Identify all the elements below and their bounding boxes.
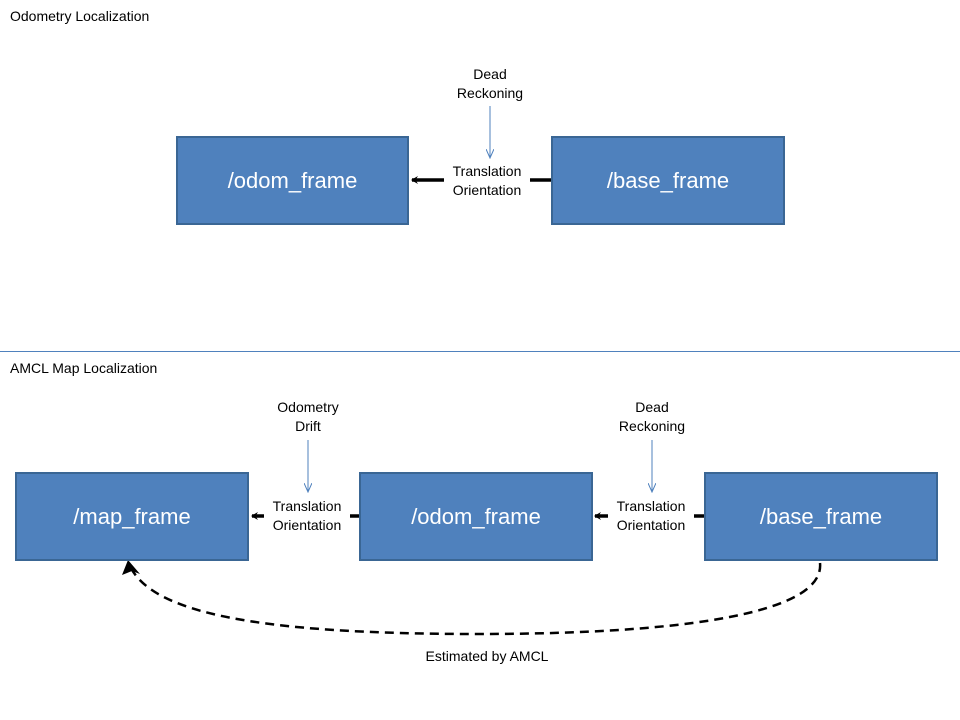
top-dead-reckoning-note: Dead Reckoning (456, 66, 524, 101)
odometry-section-title: Odometry Localization (10, 8, 150, 24)
bottom-left-edge-label: Translation Orientation (264, 497, 350, 535)
top-base-frame-node: /base_frame (551, 136, 785, 225)
amcl-estimate-arrowhead (122, 560, 140, 575)
amcl-estimate-label: Estimated by AMCL (425, 648, 549, 664)
bottom-base-frame-node: /base_frame (704, 472, 938, 561)
top-edge-label: Translation Orientation (444, 162, 530, 200)
amcl-section-title: AMCL Map Localization (10, 360, 158, 376)
section-divider (0, 351, 960, 352)
bottom-odom-frame-node: /odom_frame (359, 472, 593, 561)
bottom-dead-reckoning-note: Dead Reckoning (618, 399, 686, 434)
amcl-estimate-curve (128, 562, 822, 636)
odometry-drift-note: Odometry Drift (277, 399, 339, 434)
bottom-right-edge-label: Translation Orientation (608, 497, 694, 535)
top-odom-frame-node: /odom_frame (176, 136, 409, 225)
map-frame-node: /map_frame (15, 472, 249, 561)
